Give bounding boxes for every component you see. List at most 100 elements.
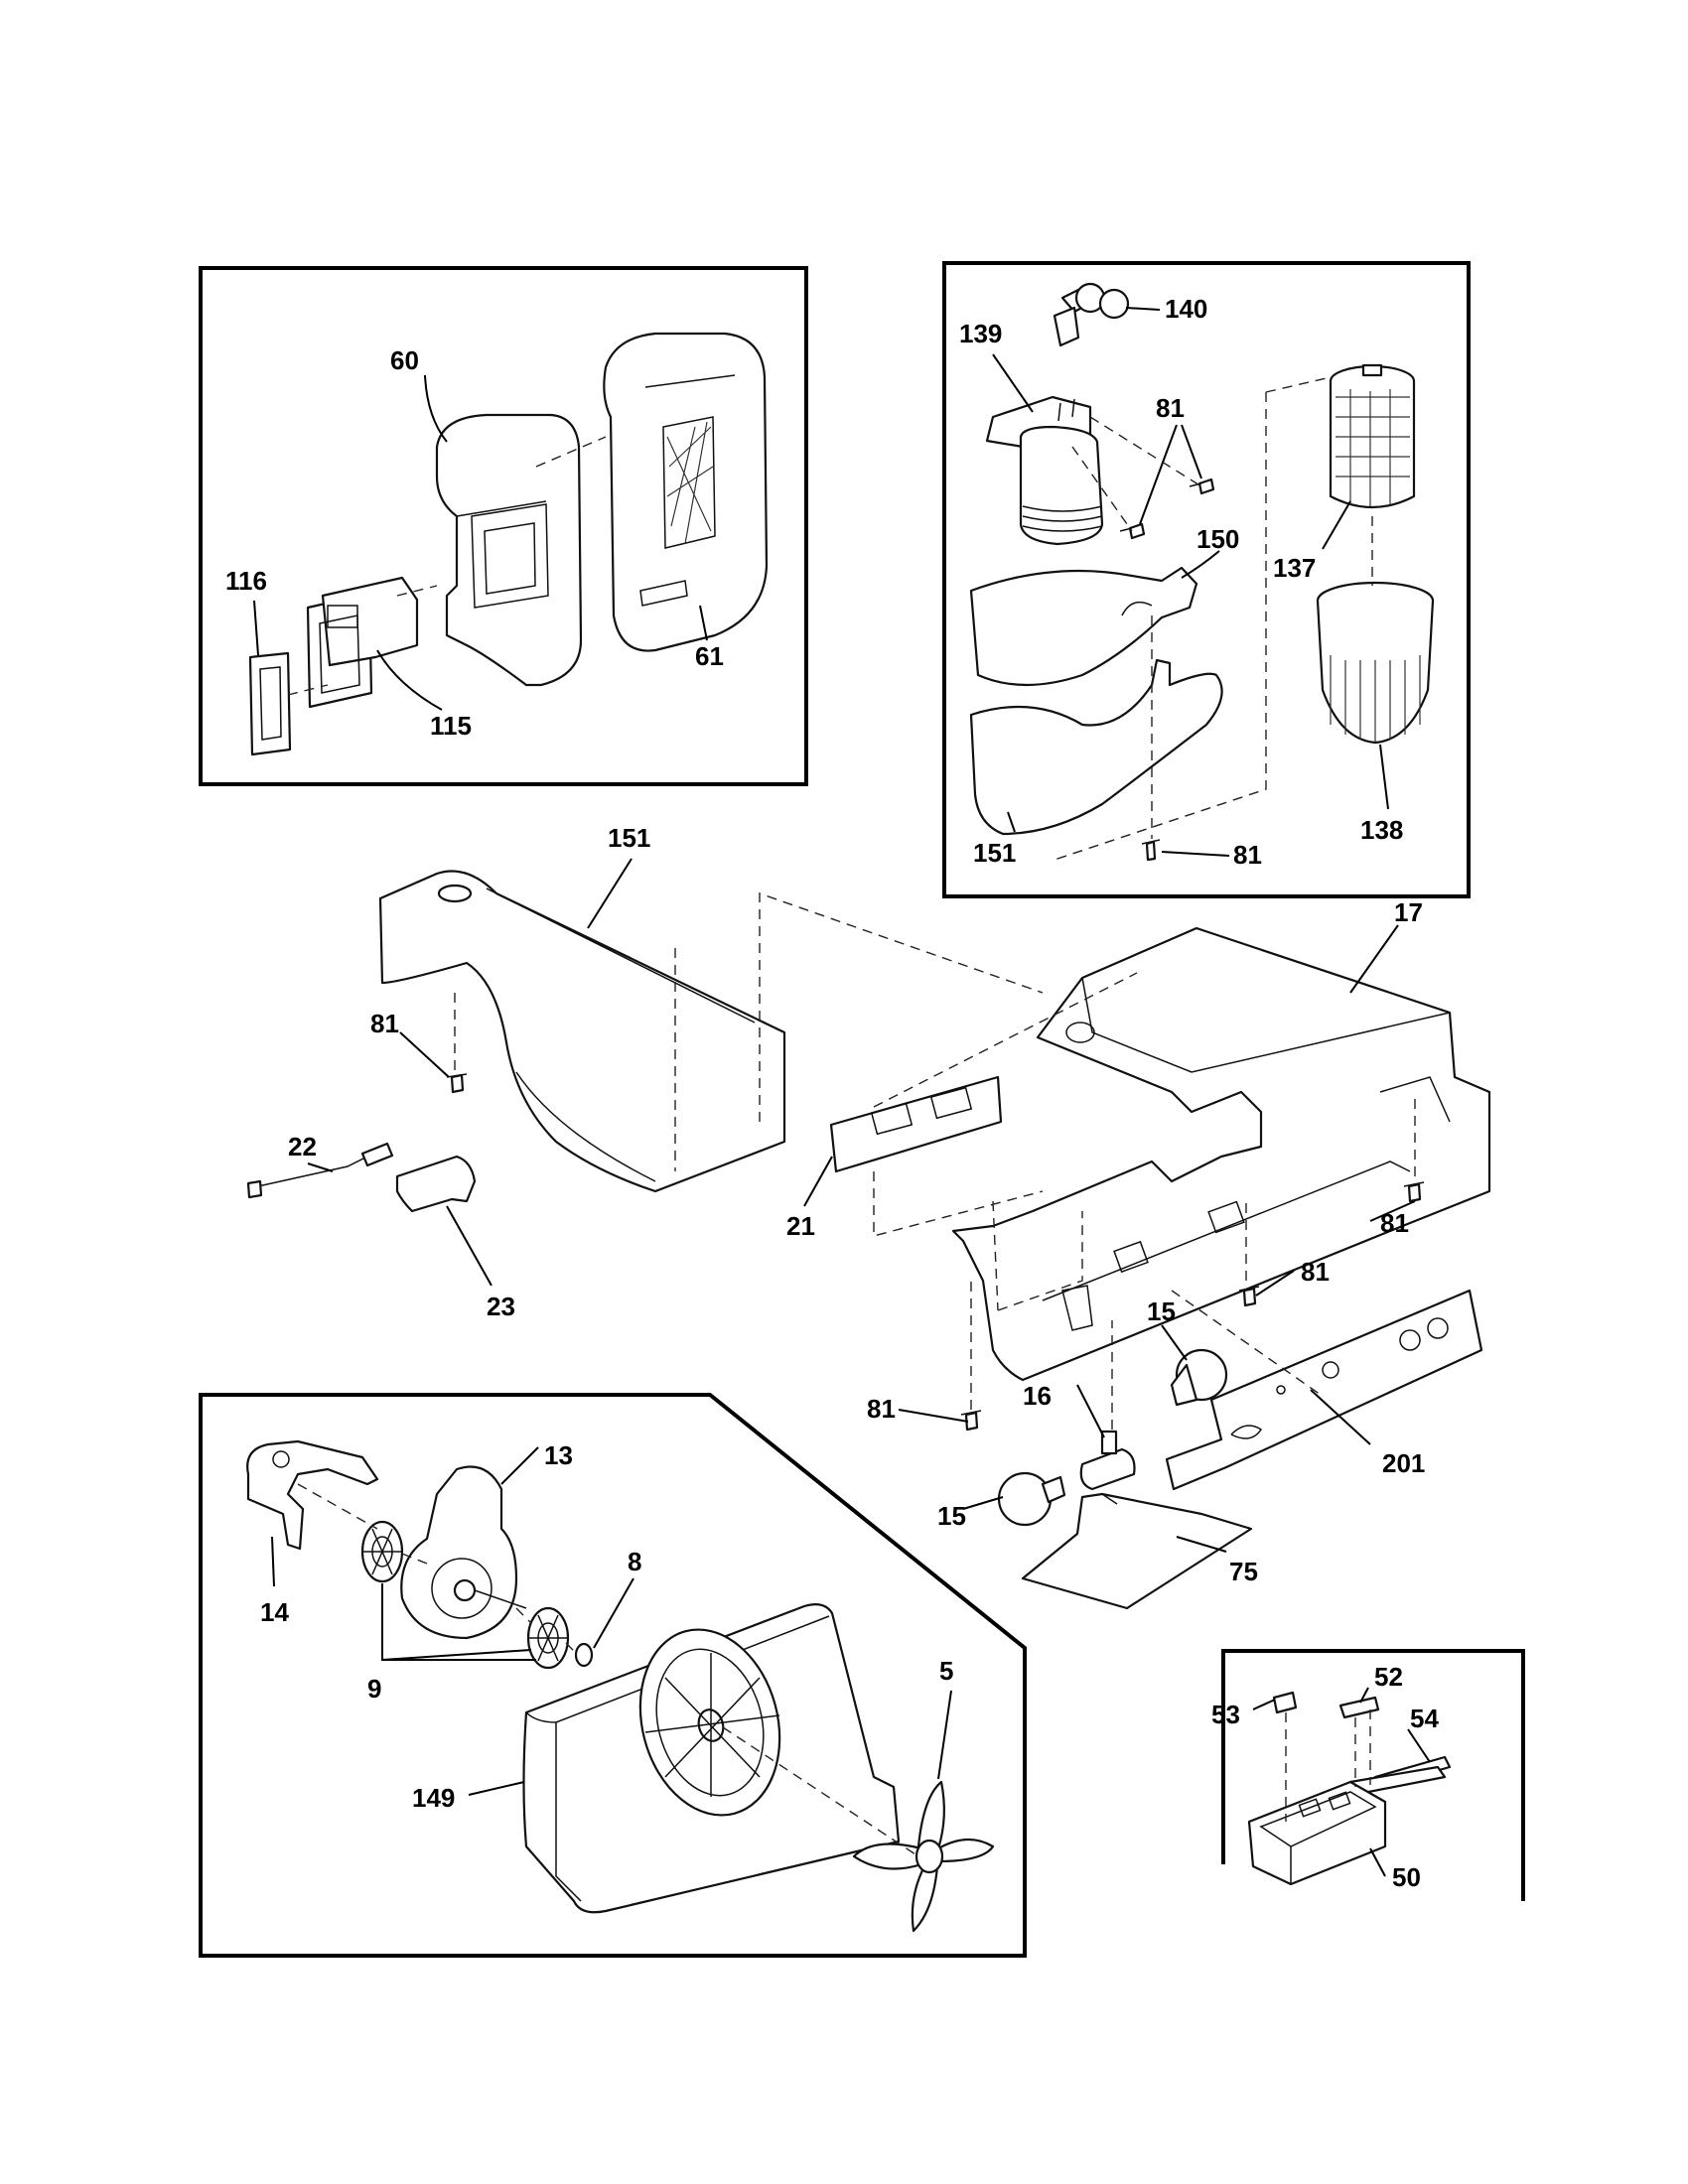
label-151-top: 151 (973, 838, 1016, 868)
part-116-gasket (248, 651, 292, 756)
leader-150 (1181, 550, 1220, 579)
leader-9 (381, 1583, 536, 1661)
part-14-bracket (246, 1439, 379, 1551)
leader-115 (376, 649, 443, 711)
part-50-tray (1247, 1780, 1387, 1886)
leader-81-mid (1255, 1270, 1295, 1297)
part-9-wheel-right (526, 1606, 570, 1670)
label-149: 149 (412, 1783, 455, 1813)
frame-bottom-left (199, 1393, 1027, 1958)
leader-81-right (1369, 1200, 1416, 1222)
part-52-clip (1338, 1696, 1380, 1719)
part-115-damper (306, 576, 419, 709)
part-75-light-cover (1021, 1492, 1253, 1610)
part-81-screw-d (446, 1073, 468, 1094)
part-8-washer (574, 1642, 594, 1668)
part-5-fan-blade (852, 1780, 995, 1933)
leader-15-lower (962, 1496, 1004, 1510)
part-21-control-board (829, 1075, 1003, 1173)
leader-14 (271, 1536, 275, 1587)
leader-81-left (399, 1031, 450, 1078)
leader-53 (1252, 1699, 1276, 1710)
label-75: 75 (1229, 1557, 1258, 1586)
part-60-duct (435, 413, 583, 687)
leader-52 (1359, 1687, 1369, 1704)
part-9-wheel-left (360, 1520, 404, 1583)
part-15-bulb-lower (997, 1471, 1066, 1527)
leader-23 (446, 1205, 492, 1287)
part-138-bowl (1316, 581, 1435, 745)
part-81-screw-b (1189, 478, 1215, 495)
label-16: 16 (1023, 1381, 1052, 1411)
dashline-top-right (1056, 376, 1373, 864)
leader-16 (1076, 1384, 1105, 1438)
dashline-top-left (287, 436, 607, 696)
frame-top-right (942, 261, 1471, 898)
label-150: 150 (1196, 524, 1239, 554)
label-115: 115 (430, 711, 472, 741)
label-116: 116 (225, 566, 267, 596)
label-21: 21 (786, 1211, 815, 1241)
part-137-filter (1329, 363, 1416, 509)
label-151: 151 (608, 823, 650, 853)
part-149-shroud (522, 1603, 901, 1914)
leader-22 (307, 1162, 334, 1172)
label-81-left: 81 (370, 1009, 399, 1038)
part-15-bulb-upper (1170, 1348, 1228, 1407)
label-53: 53 (1211, 1700, 1240, 1729)
label-15-lower: 15 (937, 1501, 966, 1531)
label-137: 137 (1273, 553, 1316, 583)
leader-81-topb (1161, 851, 1230, 857)
label-13: 13 (544, 1440, 573, 1470)
leader-151 (587, 858, 633, 929)
leader-139 (992, 353, 1034, 413)
leader-149 (468, 1781, 525, 1796)
label-50: 50 (1392, 1862, 1421, 1892)
leader-75 (1176, 1536, 1227, 1553)
leader-201 (1310, 1389, 1371, 1445)
leader-140 (1125, 307, 1161, 311)
part-81-screw-f (1238, 1286, 1260, 1307)
leader-5 (937, 1690, 952, 1780)
label-140: 140 (1165, 294, 1207, 324)
dashline-bottom-right (1285, 1709, 1371, 1822)
leader-13 (500, 1446, 539, 1485)
label-139: 139 (959, 319, 1002, 348)
part-54-rail (1348, 1755, 1452, 1796)
part-53-clip (1272, 1691, 1298, 1714)
leader-61 (699, 605, 708, 641)
label-81-mid: 81 (1301, 1257, 1330, 1287)
leader-116 (253, 600, 259, 656)
leader-21 (803, 1156, 833, 1207)
label-8: 8 (628, 1547, 641, 1576)
label-61: 61 (695, 641, 724, 671)
part-140-fitting (1053, 282, 1130, 347)
leader-54 (1407, 1728, 1431, 1763)
label-14: 14 (260, 1597, 289, 1627)
leader-151-top (1007, 811, 1016, 833)
leader-81-low (898, 1409, 969, 1423)
leader-17 (1349, 924, 1399, 994)
label-9: 9 (367, 1674, 381, 1704)
part-81-screw-g (960, 1410, 982, 1432)
label-81-top: 81 (1156, 393, 1185, 423)
part-81-screw-a (1119, 522, 1146, 540)
part-61-duct (603, 332, 769, 652)
part-201-overlay (1165, 1289, 1483, 1491)
part-150-housing (969, 566, 1198, 687)
part-151-cover-top (969, 658, 1223, 836)
leader-60 (424, 374, 448, 443)
label-5: 5 (939, 1656, 953, 1686)
leader-15-upper (1161, 1324, 1188, 1361)
label-201: 201 (1382, 1448, 1425, 1478)
frame-top-left (199, 266, 808, 786)
part-17-housing (951, 926, 1491, 1382)
leader-138 (1379, 744, 1389, 810)
leader-50 (1369, 1847, 1386, 1877)
part-139-filter-head (985, 395, 1104, 546)
label-54: 54 (1410, 1704, 1439, 1733)
frame-bottom-right (1221, 1649, 1525, 1901)
label-81-low: 81 (867, 1394, 896, 1424)
part-151-duct (378, 870, 786, 1193)
